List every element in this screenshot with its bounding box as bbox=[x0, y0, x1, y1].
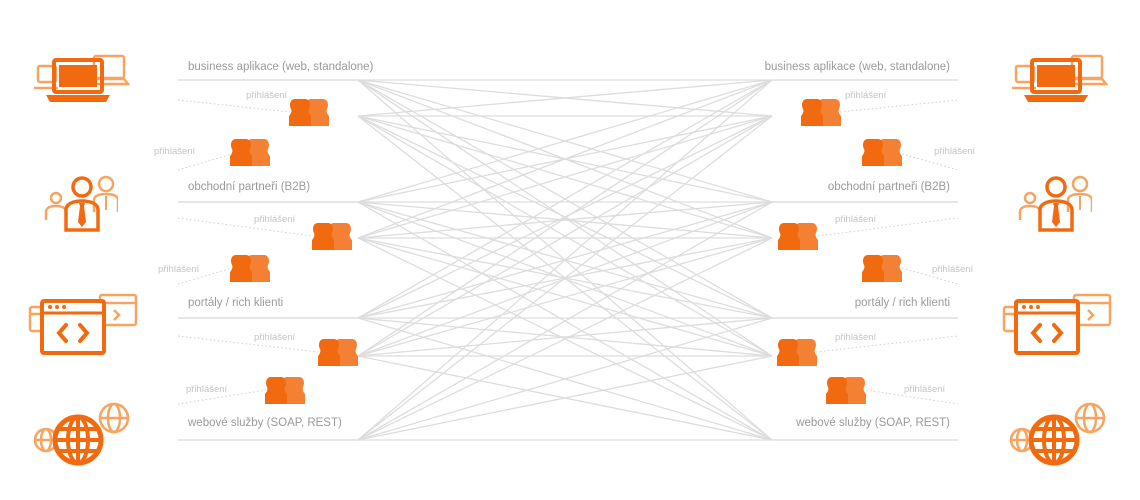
users-icon bbox=[777, 336, 817, 366]
login-label: přihlášení bbox=[904, 384, 946, 395]
users-icon bbox=[778, 220, 818, 250]
mesh-line bbox=[357, 79, 773, 319]
business-people-icon bbox=[1018, 172, 1092, 232]
login-label: přihlášení bbox=[158, 264, 200, 275]
mesh-line bbox=[357, 355, 773, 441]
login-dotted-connector bbox=[177, 99, 291, 113]
mesh-line bbox=[357, 79, 773, 357]
mesh-line bbox=[357, 79, 773, 441]
mesh-line bbox=[357, 79, 773, 117]
login-dotted-connector bbox=[177, 153, 233, 171]
business-people-icon bbox=[44, 172, 118, 232]
users-icon bbox=[826, 374, 866, 404]
users-icon bbox=[862, 136, 902, 166]
left-label-webservices: webové služby (SOAP, REST) bbox=[188, 417, 342, 429]
mesh-line bbox=[357, 317, 773, 441]
users-icon bbox=[801, 96, 841, 126]
login-label: přihlášení bbox=[254, 214, 296, 225]
mesh-line bbox=[357, 237, 773, 357]
left-label-business: business aplikace (web, standalone) bbox=[188, 61, 374, 73]
login-label: přihlášení bbox=[254, 332, 296, 343]
mesh-line bbox=[357, 237, 773, 441]
mesh-line bbox=[357, 115, 773, 441]
right-label-partners: obchodní partneři (B2B) bbox=[827, 181, 950, 193]
mesh-line bbox=[357, 115, 773, 357]
left-label-portals: portály / rich klienti bbox=[188, 297, 284, 309]
login-label: přihlášení bbox=[186, 384, 228, 395]
mesh-line bbox=[357, 79, 773, 203]
mesh-line bbox=[357, 115, 773, 319]
login-label: přihlášení bbox=[154, 146, 196, 157]
laptop-icon bbox=[30, 52, 130, 104]
mesh-line bbox=[357, 317, 773, 357]
mesh-line bbox=[357, 201, 773, 357]
login-label: přihlášení bbox=[934, 146, 976, 157]
mesh-line bbox=[357, 201, 773, 239]
login-label: přihlášení bbox=[246, 90, 288, 101]
left-label-partners: obchodní partneři (B2B) bbox=[188, 181, 311, 193]
mesh-line bbox=[357, 79, 773, 239]
globe-icon bbox=[32, 402, 132, 468]
code-window-icon bbox=[28, 293, 138, 355]
login-dotted-connector bbox=[177, 217, 313, 237]
mesh-line bbox=[357, 201, 773, 441]
laptop-icon bbox=[1008, 52, 1108, 104]
login-dotted-connector bbox=[177, 389, 267, 405]
users-icon bbox=[230, 136, 270, 166]
right-label-webservices: webové služby (SOAP, REST) bbox=[796, 417, 950, 429]
login-label: přihlášení bbox=[835, 214, 877, 225]
login-label: přihlášení bbox=[932, 264, 974, 275]
mesh-line bbox=[357, 115, 773, 239]
globe-icon bbox=[1008, 402, 1108, 468]
users-icon bbox=[265, 374, 305, 404]
login-dotted-connector bbox=[177, 335, 319, 353]
login-dotted-connector bbox=[901, 153, 959, 171]
users-icon bbox=[230, 252, 270, 282]
users-icon bbox=[289, 96, 329, 126]
code-window-icon bbox=[1002, 293, 1112, 355]
login-dotted-connector bbox=[177, 267, 233, 285]
right-label-portals: portály / rich klienti bbox=[854, 297, 950, 309]
login-dotted-connector bbox=[901, 267, 959, 285]
login-label: přihlášení bbox=[845, 90, 887, 101]
right-label-business: business aplikace (web, standalone) bbox=[764, 61, 950, 73]
users-icon bbox=[312, 220, 352, 250]
users-icon bbox=[862, 252, 902, 282]
users-icon bbox=[318, 336, 358, 366]
login-label: přihlášení bbox=[835, 332, 877, 343]
